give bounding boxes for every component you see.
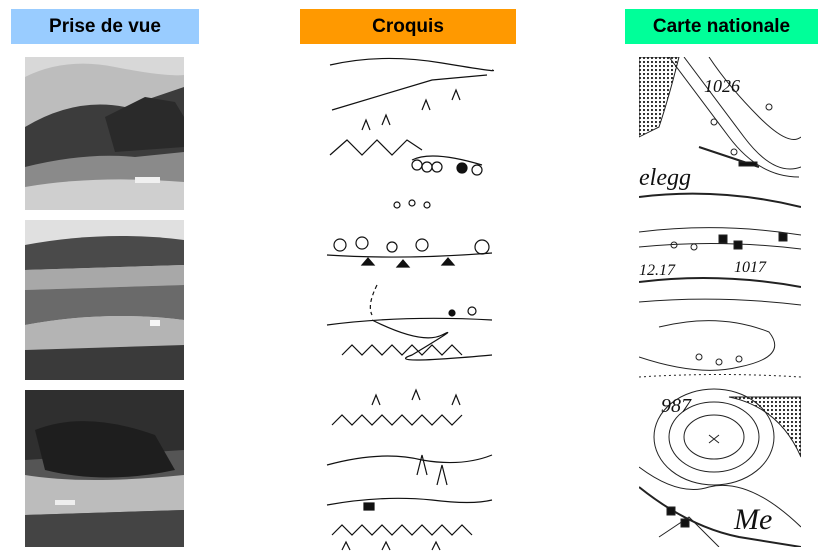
photo-column <box>25 57 184 547</box>
map-elevation-1017: 1017 <box>734 259 767 276</box>
map-place-elegg: elegg <box>639 165 691 191</box>
sketch-section-2 <box>326 236 493 361</box>
map-column: 1026 elegg 12.17 1017 <box>639 57 801 547</box>
sketch-section-3 <box>326 388 493 551</box>
map-place-me: Me <box>733 503 772 536</box>
map-elevation-1026: 1026 <box>704 76 740 96</box>
map-panel-1 <box>639 57 801 217</box>
sketch-section-1 <box>329 57 494 209</box>
photo-3 <box>25 390 184 547</box>
sketch-column <box>322 55 496 552</box>
header-carte-nationale: Carte nationale <box>625 9 818 44</box>
photo-1 <box>25 57 184 211</box>
header-croquis: Croquis <box>300 9 516 44</box>
map-panel-2 <box>639 227 801 378</box>
map-elevation-987: 987 <box>661 395 692 417</box>
map-panel-3 <box>639 388 801 547</box>
map-elevation-12-17: 12.17 <box>639 262 676 279</box>
photo-2 <box>25 220 184 380</box>
header-prise-de-vue: Prise de vue <box>11 9 199 44</box>
